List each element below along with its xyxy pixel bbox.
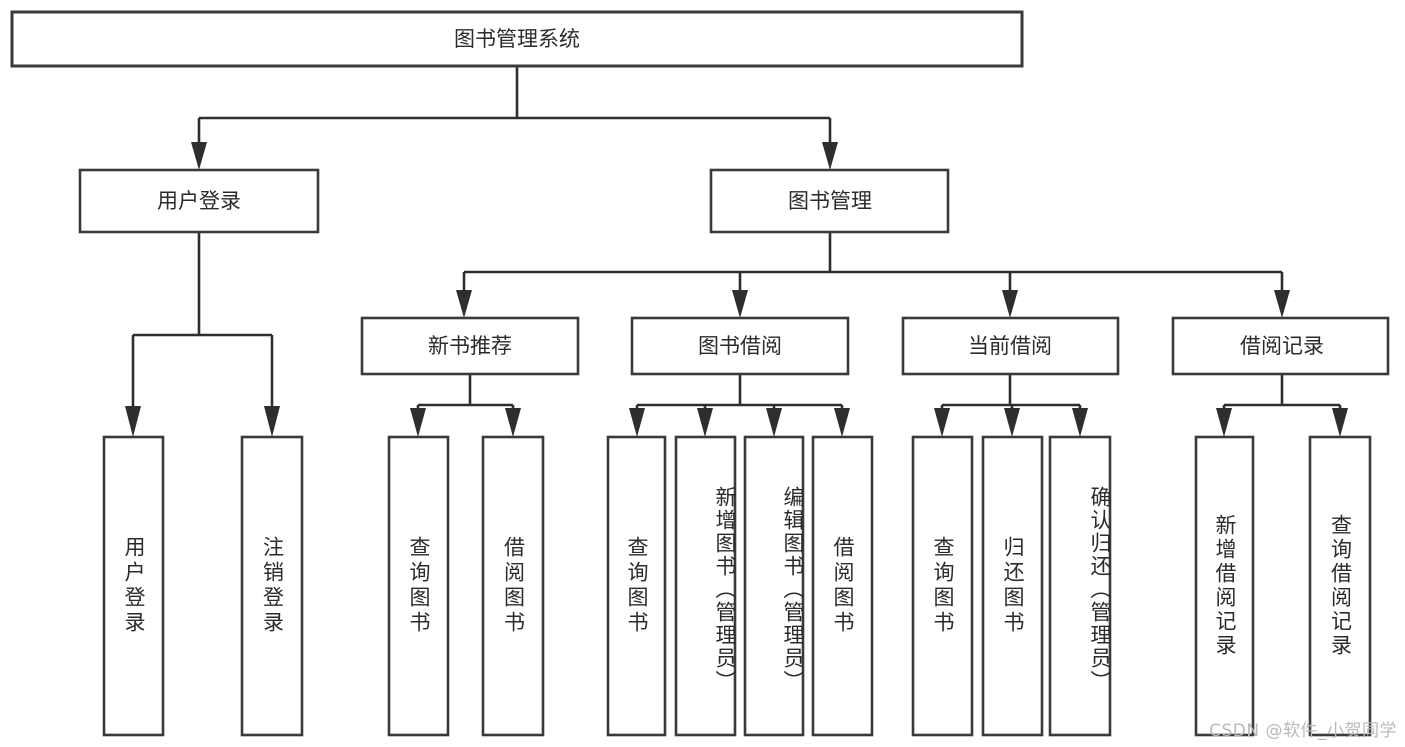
connector-group-root (191, 66, 838, 170)
node-leaf-query-book-2[interactable] (606, 435, 667, 737)
node-current-borrow-box[interactable] (901, 316, 1120, 376)
node-user-login-box[interactable] (78, 168, 320, 234)
arrow-head-book-manage (822, 142, 838, 170)
node-leaf-edit-book[interactable] (743, 435, 805, 737)
arrow-head-leaf-query-book-3 (934, 408, 950, 437)
node-book-manage[interactable]: 图书管理 (709, 168, 950, 234)
node-book-manage-label: 图书管理 (788, 189, 872, 213)
arrow-head-user-login (191, 142, 207, 170)
node-leaf-add-book[interactable] (674, 435, 737, 737)
connector-group-new-book-recommend (410, 374, 521, 437)
node-book-borrow[interactable]: 图书借阅 (630, 316, 850, 376)
connector-group-current-borrow (934, 374, 1088, 437)
node-book-manage-box[interactable] (709, 168, 950, 234)
node-leaf-user-logout[interactable] (240, 435, 304, 737)
node-leaf-user-login[interactable] (102, 435, 165, 737)
node-leaf-user-logout-box[interactable] (240, 435, 304, 737)
node-leaf-query-book-2-box[interactable] (606, 435, 667, 737)
node-leaf-query-book-3-box[interactable] (911, 435, 974, 737)
node-user-login[interactable]: 用户登录 (78, 168, 320, 234)
arrow-head-leaf-query-record (1332, 408, 1348, 437)
connector-group-user-login (125, 232, 280, 437)
node-leaf-borrow-book-2[interactable] (811, 435, 874, 737)
node-current-borrow[interactable]: 当前借阅 (901, 316, 1120, 376)
node-borrow-record[interactable]: 借阅记录 (1171, 316, 1390, 376)
node-leaf-borrow-book-1[interactable] (481, 435, 545, 737)
arrow-head-leaf-return-book (1004, 408, 1020, 437)
node-new-book-recommend-label: 新书推荐 (428, 334, 512, 358)
node-current-borrow-label: 当前借阅 (968, 334, 1052, 358)
node-borrow-record-label: 借阅记录 (1240, 334, 1324, 358)
node-leaf-borrow-book-2-box[interactable] (811, 435, 874, 737)
node-leaf-return-book[interactable] (981, 435, 1044, 737)
arrow-head-new-book-recommend (456, 290, 472, 318)
node-root-box[interactable] (10, 10, 1024, 68)
arrow-head-book-borrow (732, 290, 748, 318)
arrow-head-leaf-user-logout (264, 406, 280, 437)
node-leaf-return-book-box[interactable] (981, 435, 1044, 737)
arrow-head-leaf-add-book (697, 408, 713, 437)
arrow-head-leaf-borrow-book-1 (505, 408, 521, 437)
node-leaf-borrow-book-1-box[interactable] (481, 435, 545, 737)
node-leaf-query-book-3[interactable] (911, 435, 974, 737)
node-leaf-confirm-return[interactable] (1048, 435, 1112, 737)
node-leaf-query-book-1[interactable] (387, 435, 450, 737)
connector-group-book-borrow (629, 374, 850, 437)
arrow-head-current-borrow (1002, 290, 1018, 318)
node-leaf-confirm-return-box[interactable] (1048, 435, 1112, 737)
arrow-head-borrow-record (1274, 290, 1290, 318)
node-leaf-add-record-box[interactable] (1194, 435, 1255, 737)
node-leaf-query-record[interactable] (1308, 435, 1372, 737)
node-leaf-add-book-box[interactable] (674, 435, 737, 737)
arrow-head-leaf-confirm-return (1072, 408, 1088, 437)
node-borrow-record-box[interactable] (1171, 316, 1390, 376)
node-leaf-add-record[interactable] (1194, 435, 1255, 737)
node-new-book-recommend-box[interactable] (360, 316, 580, 376)
node-leaf-query-record-box[interactable] (1308, 435, 1372, 737)
node-leaf-edit-book-box[interactable] (743, 435, 805, 737)
node-root[interactable]: 图书管理系统 (10, 10, 1024, 68)
node-leaf-user-login-box[interactable] (102, 435, 165, 737)
node-new-book-recommend[interactable]: 新书推荐 (360, 316, 580, 376)
arrow-head-leaf-add-record (1216, 408, 1232, 437)
arrow-head-leaf-query-book-2 (629, 408, 645, 437)
node-leaf-query-book-1-box[interactable] (387, 435, 450, 737)
connector-group-borrow-record (1216, 374, 1348, 437)
node-book-borrow-box[interactable] (630, 316, 850, 376)
node-user-login-label: 用户登录 (157, 189, 241, 213)
node-book-borrow-label: 图书借阅 (698, 334, 782, 358)
arrow-head-leaf-user-login (125, 406, 141, 437)
arrow-head-leaf-borrow-book-2 (834, 408, 850, 437)
arrow-head-leaf-edit-book (766, 408, 782, 437)
csdn-watermark: CSDN @软件_小贺同学 (1209, 721, 1397, 741)
connector-group-book-manage (456, 232, 1290, 318)
arrow-head-leaf-query-book-1 (410, 408, 426, 437)
node-root-label: 图书管理系统 (454, 27, 580, 51)
